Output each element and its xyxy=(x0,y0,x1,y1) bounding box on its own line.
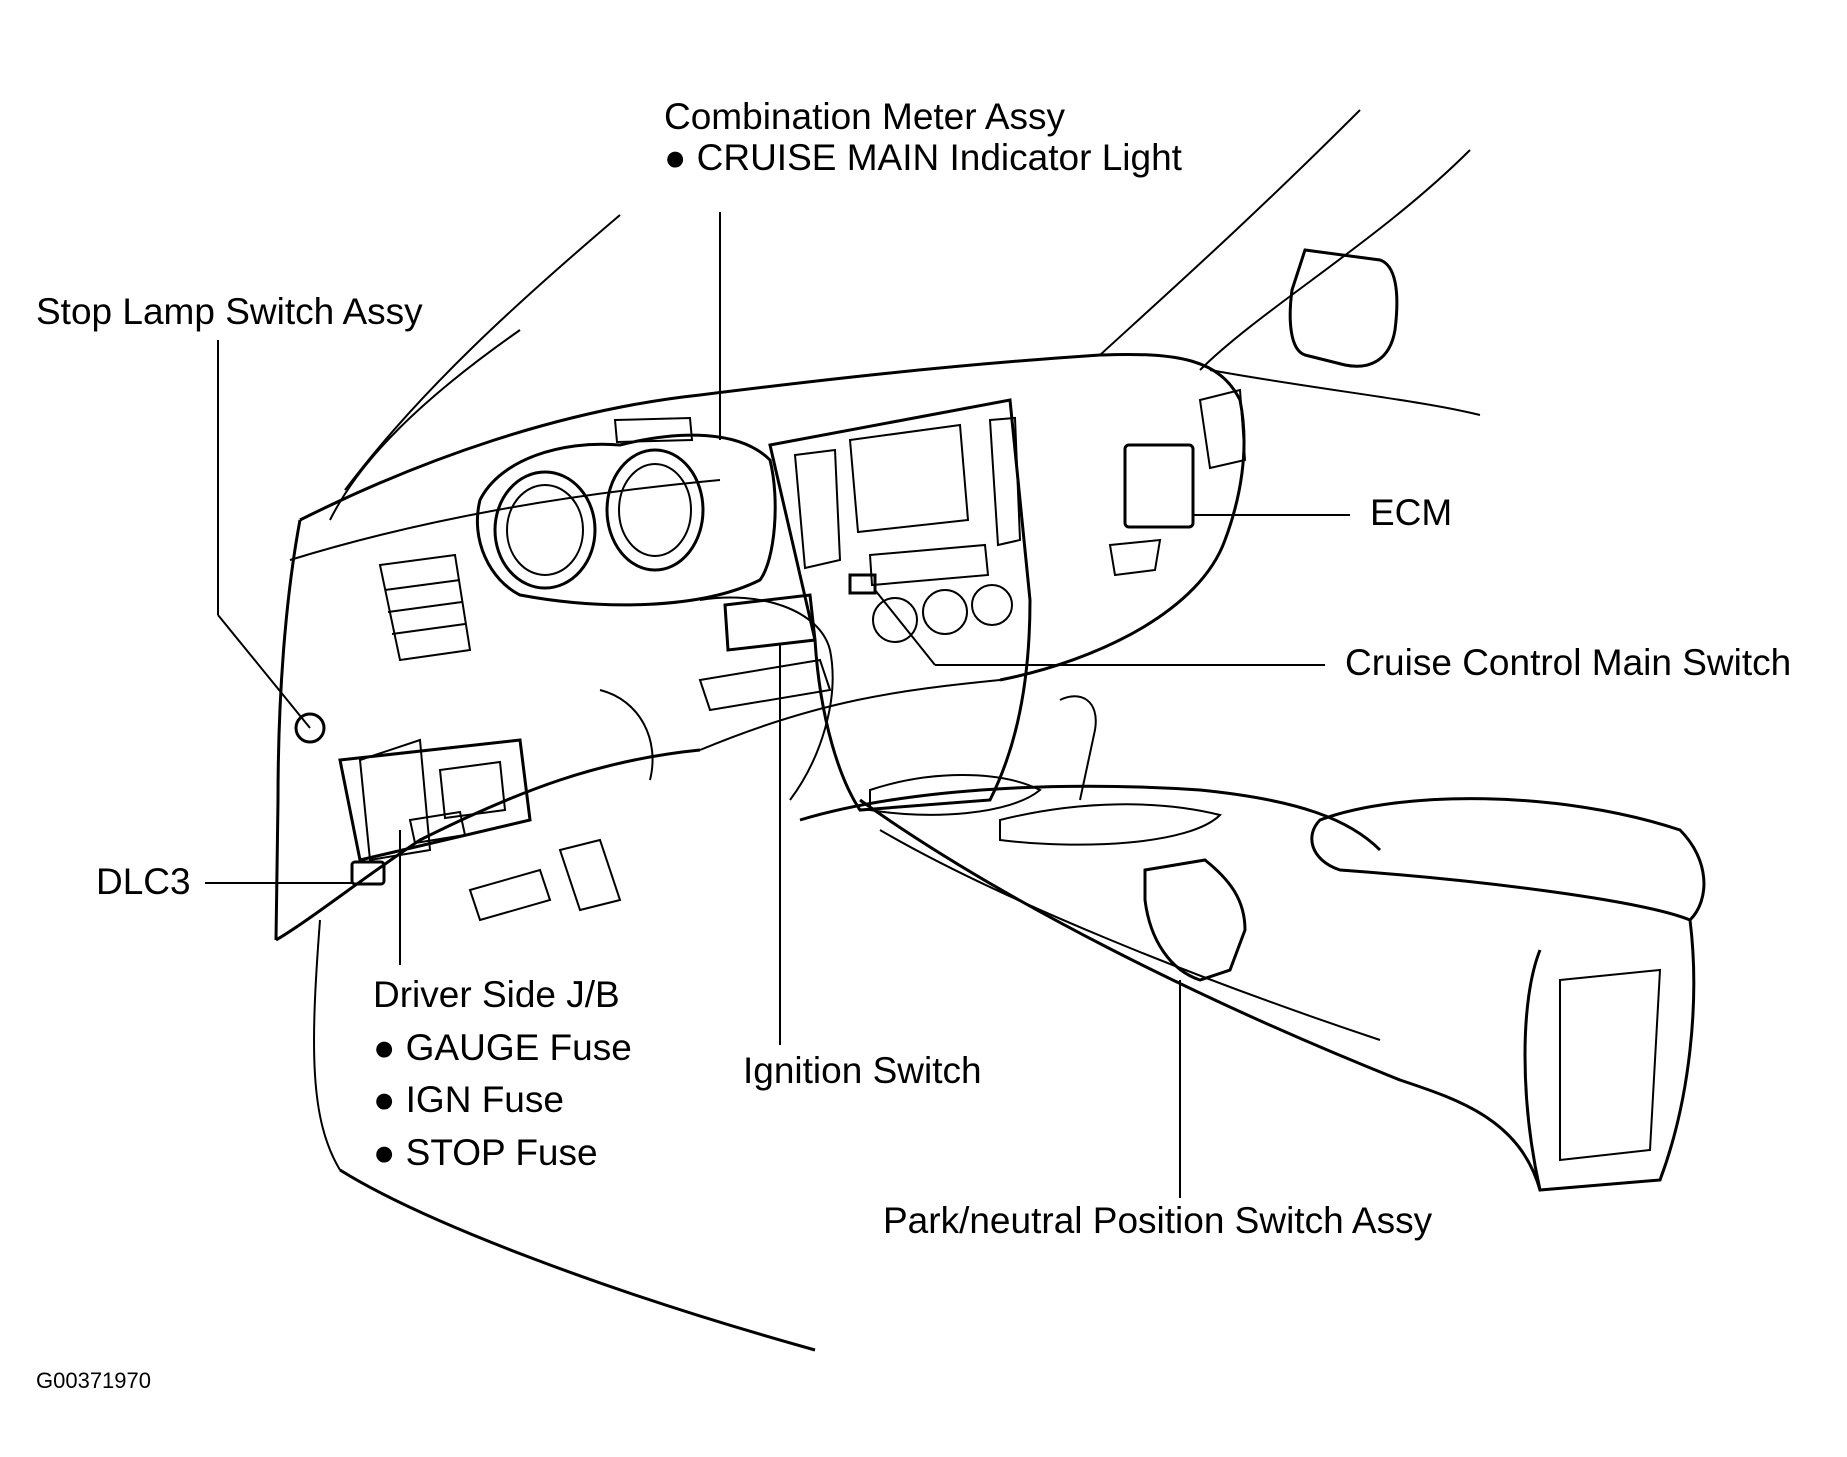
stop-lamp-switch-drawing xyxy=(294,712,326,744)
dashboard-outline xyxy=(274,352,1247,1352)
figure-code: G00371970 xyxy=(36,1368,151,1393)
combination-meter-title: Combination Meter Assy xyxy=(664,96,1066,137)
ignition-switch-drawing xyxy=(723,593,817,652)
cruise-switch-drawing xyxy=(848,573,877,595)
ignition-switch-label: Ignition Switch xyxy=(743,1050,982,1091)
stop-fuse-item: ● STOP Fuse xyxy=(373,1127,632,1180)
gauge-fuse-text: GAUGE Fuse xyxy=(405,1026,632,1068)
junction-block-drawing xyxy=(338,738,532,862)
bullet-icon: ● xyxy=(373,1131,396,1173)
driver-side-jb-title: Driver Side J/B xyxy=(373,974,620,1015)
park-neutral-switch-label: Park/neutral Position Switch Assy xyxy=(883,1200,1433,1241)
gauge-fuse-item: ● GAUGE Fuse xyxy=(373,1022,632,1075)
leader-lines xyxy=(205,212,1350,1198)
combination-meter-drawing xyxy=(475,416,777,607)
steering-column-drawing xyxy=(468,596,834,922)
cruise-main-indicator-item: ● CRUISE MAIN Indicator Light xyxy=(664,136,1182,179)
center-stack-drawing xyxy=(768,398,1032,812)
stop-lamp-switch-label: Stop Lamp Switch Assy xyxy=(36,291,423,332)
stop-fuse-text: STOP Fuse xyxy=(405,1131,598,1173)
cabin-outline xyxy=(329,109,1481,521)
console-drawing xyxy=(799,695,1706,1192)
bullet-icon: ● xyxy=(664,136,687,178)
ecm-drawing xyxy=(1123,443,1195,529)
dlc3-drawing xyxy=(350,860,386,886)
ign-fuse-text: IGN Fuse xyxy=(405,1079,564,1121)
driver-side-jb-label: Driver Side J/B ● GAUGE Fuse ● IGN Fuse … xyxy=(373,969,632,1179)
bullet-icon: ● xyxy=(373,1026,396,1068)
dlc3-label: DLC3 xyxy=(96,861,191,902)
ign-fuse-item: ● IGN Fuse xyxy=(373,1074,632,1127)
park-neutral-switch-drawing xyxy=(1143,858,1247,982)
cruise-control-main-switch-label: Cruise Control Main Switch xyxy=(1345,642,1792,683)
bullet-icon: ● xyxy=(373,1079,396,1121)
combination-meter-label: Combination Meter Assy ● CRUISE MAIN Ind… xyxy=(664,96,1182,179)
cruise-main-indicator-text: CRUISE MAIN Indicator Light xyxy=(696,136,1182,178)
ecm-label: ECM xyxy=(1370,492,1453,533)
